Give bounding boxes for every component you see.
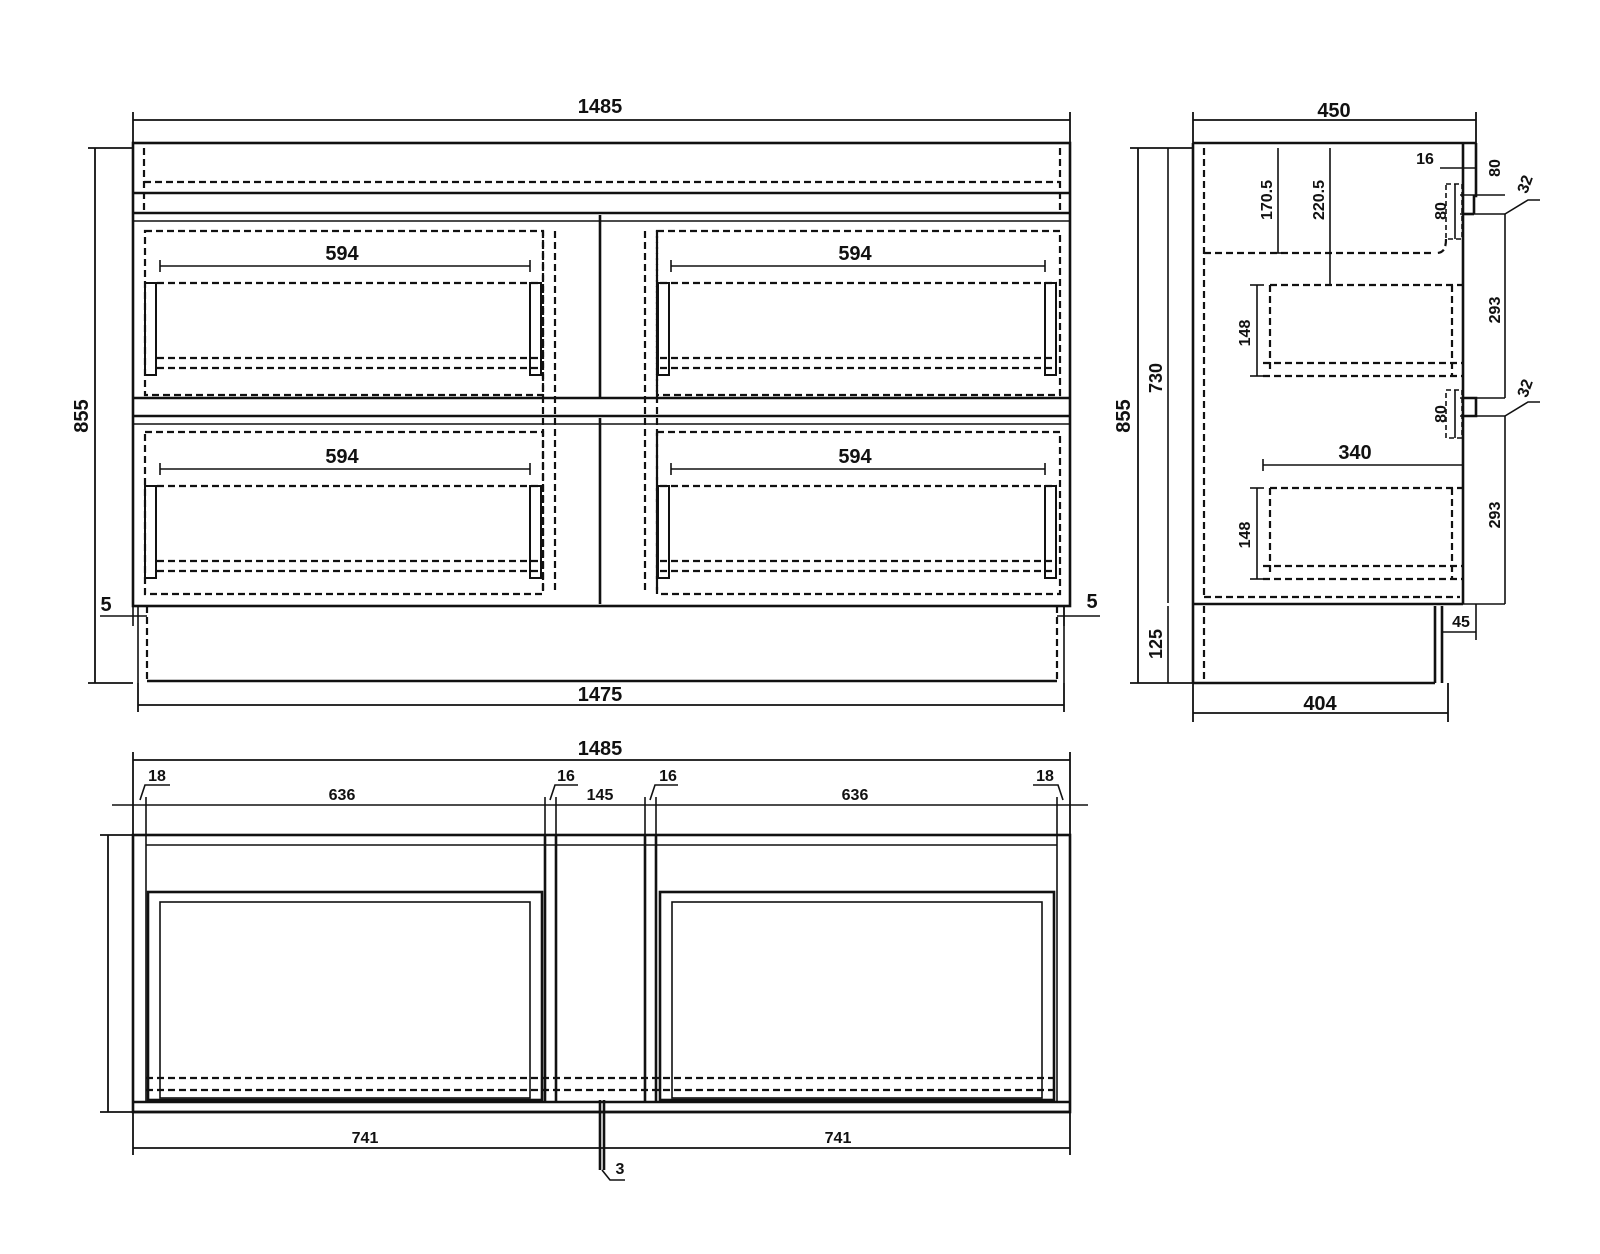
front-drawer-box-top-left bbox=[144, 281, 542, 376]
front-drawer-box-bottom-right bbox=[657, 484, 1057, 579]
top-rail-label: 80 bbox=[1487, 159, 1504, 177]
half-width-right-label: 741 bbox=[825, 1130, 852, 1147]
divider-right-label: 16 bbox=[659, 768, 677, 785]
front-drawer-box-bottom-left bbox=[144, 484, 542, 579]
half-width-left-label: 741 bbox=[352, 1130, 379, 1147]
plan-view: 1485 18 18 636 636 16 16 145 bbox=[100, 738, 1088, 1181]
side-height-label: 855 bbox=[1113, 399, 1135, 432]
drawer-width-label-3: 594 bbox=[325, 446, 359, 468]
inner-width-left-label: 636 bbox=[329, 787, 356, 804]
plan-width-label: 1485 bbox=[578, 738, 623, 760]
front-drawer-top-left bbox=[143, 229, 545, 397]
center-gap-label: 145 bbox=[587, 787, 614, 804]
drawer-front-top-label: 293 bbox=[1487, 297, 1504, 324]
front-height-label: 855 bbox=[71, 399, 93, 432]
plinth-setback-label: 45 bbox=[1452, 614, 1470, 631]
base-width-label: 1475 bbox=[578, 684, 623, 706]
handle-gap-top-label: 32 bbox=[1515, 173, 1537, 196]
drawer-box-top-label: 148 bbox=[1237, 320, 1254, 347]
end-panel-left-label: 18 bbox=[148, 768, 166, 785]
base-depth-label: 404 bbox=[1303, 693, 1337, 715]
side-gap-right-label: 5 bbox=[1086, 591, 1097, 613]
front-width-label: 1485 bbox=[578, 96, 623, 118]
front-drawer-box-top-right bbox=[657, 281, 1057, 376]
top-offset-b-label: 220.5 bbox=[1311, 180, 1328, 220]
handle-height-top-label: 80 bbox=[1433, 202, 1450, 220]
top-offset-a-label: 170.5 bbox=[1259, 180, 1276, 220]
center-gap-bottom-label: 3 bbox=[616, 1161, 625, 1178]
side-view: 450 855 730 125 80 32 16 bbox=[1113, 100, 1540, 722]
side-depth-label: 450 bbox=[1317, 100, 1350, 122]
plan-drawer-left bbox=[146, 890, 544, 1102]
divider-left-label: 16 bbox=[557, 768, 575, 785]
drawer-width-label-2: 594 bbox=[838, 243, 872, 265]
drawer-box-bottom-label: 148 bbox=[1237, 522, 1254, 549]
plinth-height-label: 125 bbox=[1146, 629, 1166, 659]
front-carcass-outline bbox=[131, 141, 1072, 608]
end-panel-right-label: 18 bbox=[1036, 768, 1054, 785]
panel-thickness-label: 16 bbox=[1416, 151, 1434, 168]
drawer-width-label-4: 594 bbox=[838, 446, 872, 468]
drawer-front-bottom-label: 293 bbox=[1487, 502, 1504, 529]
handle-gap-mid-label: 32 bbox=[1515, 377, 1537, 400]
carcass-height-label: 730 bbox=[1146, 363, 1166, 393]
plan-outline bbox=[131, 833, 1072, 1114]
handle-height-mid-label: 80 bbox=[1433, 405, 1450, 423]
drawer-width-label-1: 594 bbox=[325, 243, 359, 265]
drawer-depth-label: 340 bbox=[1338, 442, 1371, 464]
side-gap-left-label: 5 bbox=[100, 594, 111, 616]
front-view: 1485 855 bbox=[71, 96, 1100, 712]
inner-width-right-label: 636 bbox=[842, 787, 869, 804]
plan-drawer-right bbox=[658, 890, 1056, 1102]
